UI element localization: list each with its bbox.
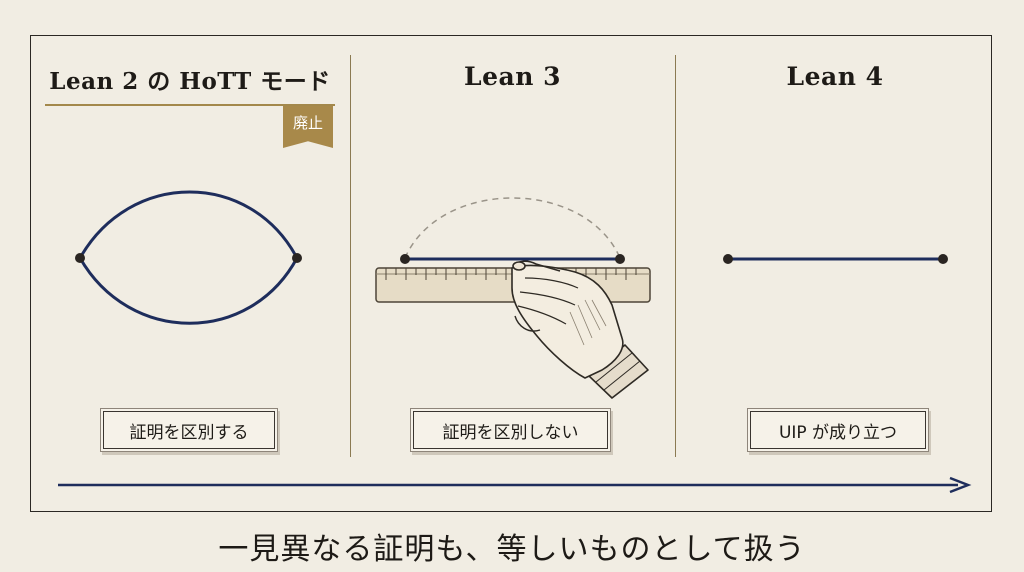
column-title-lean2: Lean 2 の HoTT モード [49,68,331,95]
upper-path [78,190,299,259]
label-no-distinguish-proofs: 証明を区別しない [413,411,608,449]
end-point [615,254,625,264]
column-divider-2 [675,55,676,457]
label-uip-holds: UIP が成り立つ [750,411,926,449]
deprecated-badge: 廃止 [283,106,333,148]
end-point [292,253,302,263]
diagram-frame [30,35,992,512]
start-point [723,254,733,264]
timeline-arrow-icon [58,476,972,494]
start-point [75,253,85,263]
flattened-path-illustration [375,197,651,399]
start-point [400,254,410,264]
diagram-caption: 一見異なる証明も、等しいものとして扱う [218,532,806,567]
two-paths-illustration [75,190,302,325]
column-divider-1 [350,55,351,457]
dashed-arc [404,197,621,259]
end-point [938,254,948,264]
hand-icon [511,260,649,399]
column-title-lean4: Lean 4 [786,62,884,91]
lower-path [78,257,299,325]
column-title-lean3: Lean 3 [464,62,561,91]
single-path-illustration [723,254,948,264]
title-underline [45,104,335,106]
label-distinguish-proofs: 証明を区別する [103,411,275,449]
